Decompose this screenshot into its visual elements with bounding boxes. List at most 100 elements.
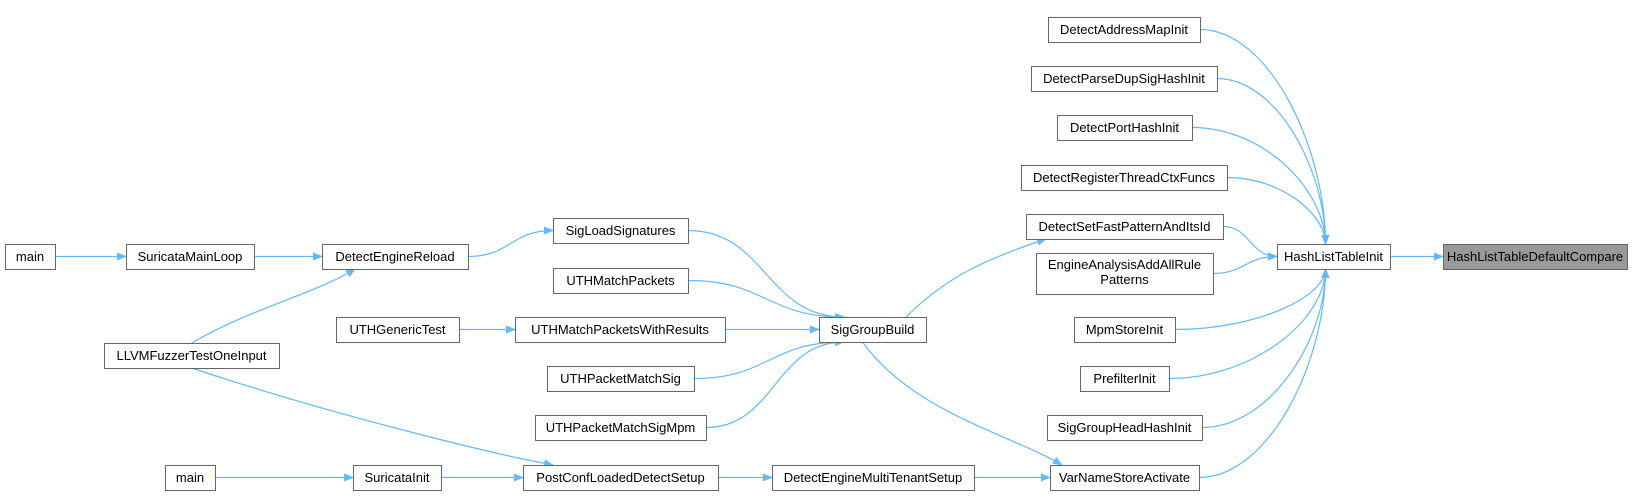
node-PrefilterInit[interactable]: PrefilterInit (1080, 366, 1170, 392)
node-box (322, 244, 469, 270)
node-box (1026, 214, 1224, 240)
node-UTHMatchPackets[interactable]: UTHMatchPackets (553, 268, 689, 294)
node-label: SuricataMainLoop (138, 249, 243, 264)
node-PostConfLoadedDetectSetup[interactable]: PostConfLoadedDetectSetup (523, 465, 719, 491)
node-label: SigLoadSignatures (566, 223, 676, 238)
edge-UTHPacketMatchSig-to-SigGroupBuild (693, 338, 845, 380)
node-box (553, 218, 689, 244)
node-box (535, 415, 707, 441)
node-box (515, 317, 726, 343)
edge-UTHPacketMatchSigMpm-to-SigGroupBuild (705, 338, 845, 429)
edge-DetectAddressMapInit-to-HashListTableInit (1199, 28, 1330, 245)
node-label: DetectEngineReload (335, 249, 454, 264)
node-label: main (16, 249, 44, 264)
node-DetectEngineMultiTenantSetup[interactable]: DetectEngineMultiTenantSetup (772, 465, 975, 491)
node-box (353, 465, 442, 491)
node-label: LLVMFuzzerTestOneInput (116, 348, 266, 363)
node-label: SigGroupHeadHashInit (1058, 420, 1192, 435)
node-label: MpmStoreInit (1086, 322, 1164, 337)
node-HashListTableInit[interactable]: HashListTableInit (1277, 244, 1391, 270)
node-box (1031, 66, 1218, 92)
node-box (1080, 366, 1170, 392)
node-label: UTHMatchPacketsWithResults (531, 322, 709, 337)
node-label: DetectParseDupSigHashInit (1043, 71, 1205, 86)
node-main1[interactable]: main (5, 244, 56, 270)
node-label: SigGroupBuild (831, 322, 915, 337)
node-box (1443, 244, 1628, 270)
node-DetectEngineReload[interactable]: DetectEngineReload (322, 244, 469, 270)
node-box (523, 465, 719, 491)
node-box (1036, 253, 1214, 295)
node-label: PostConfLoadedDetectSetup (536, 470, 704, 485)
node-UTHPacketMatchSigMpm[interactable]: UTHPacketMatchSigMpm (535, 415, 707, 441)
node-main2[interactable]: main (165, 465, 216, 491)
node-box (547, 366, 695, 392)
node-MpmStoreInit[interactable]: MpmStoreInit (1074, 317, 1176, 343)
node-label: VarNameStoreActivate (1059, 470, 1190, 485)
edge-MpmStoreInit-to-HashListTableInit (1174, 268, 1330, 331)
node-label: DetectPortHashInit (1070, 120, 1179, 135)
node-label: SuricataInit (364, 470, 429, 485)
node-UTHGenericTest[interactable]: UTHGenericTest (336, 317, 460, 343)
node-SigLoadSignatures[interactable]: SigLoadSignatures (553, 218, 689, 244)
node-DetectParseDupSigHashInit[interactable]: DetectParseDupSigHashInit (1031, 66, 1218, 92)
node-VarNameStoreActivate[interactable]: VarNameStoreActivate (1050, 465, 1200, 491)
node-UTHMatchPacketsWithResults[interactable]: UTHMatchPacketsWithResults (515, 317, 726, 343)
node-SigGroupBuild[interactable]: SigGroupBuild (819, 317, 927, 343)
edge-VarNameStoreActivate-to-HashListTableInit (1198, 268, 1330, 479)
node-label: UTHMatchPackets (566, 273, 675, 288)
edge-SigGroupHeadHashInit-to-HashListTableInit (1201, 268, 1330, 429)
edge-LLVMFuzzerTestOneInput-to-PostConfLoadedDetectSetup (191, 367, 554, 468)
node-label: UTHPacketMatchSig (560, 371, 681, 386)
node-LLVMFuzzerTestOneInput[interactable]: LLVMFuzzerTestOneInput (104, 343, 280, 369)
edge-EngineAnalysisAddAllRulePatterns-to-HashListTableInit (1212, 252, 1278, 275)
node-label: UTHGenericTest (349, 322, 445, 337)
node-label: EngineAnalysisAddAllRule (1048, 257, 1201, 272)
node-label: UTHPacketMatchSigMpm (546, 420, 696, 435)
node-box (126, 244, 255, 270)
node-DetectSetFastPatternAndItsId[interactable]: DetectSetFastPatternAndItsId (1026, 214, 1224, 240)
node-box (1074, 317, 1176, 343)
edge-SigGroupBuild-to-VarNameStoreActivate (862, 341, 1063, 466)
node-box (165, 465, 216, 491)
node-label: DetectSetFastPatternAndItsId (1039, 219, 1211, 234)
node-box (1057, 115, 1193, 141)
node-DetectRegisterThreadCtxFuncs[interactable]: DetectRegisterThreadCtxFuncs (1021, 165, 1228, 191)
edge-UTHMatchPackets-to-SigGroupBuild (687, 279, 845, 321)
node-SuricataMainLoop[interactable]: SuricataMainLoop (126, 244, 255, 270)
edge-DetectRegisterThreadCtxFuncs-to-HashListTableInit (1226, 176, 1330, 245)
node-label: Patterns (1100, 272, 1149, 287)
node-box (1048, 17, 1201, 43)
edges-layer (55, 28, 1444, 482)
edge-PrefilterInit-to-HashListTableInit (1168, 268, 1330, 380)
node-box (1277, 244, 1391, 270)
node-DetectPortHashInit[interactable]: DetectPortHashInit (1057, 115, 1193, 141)
node-box (819, 317, 927, 343)
node-box (1047, 415, 1203, 441)
node-label: PrefilterInit (1093, 371, 1156, 386)
node-label: DetectAddressMapInit (1060, 22, 1188, 37)
node-label: HashListTableInit (1284, 249, 1383, 264)
node-SigGroupHeadHashInit[interactable]: SigGroupHeadHashInit (1047, 415, 1203, 441)
edge-DetectPortHashInit-to-HashListTableInit (1191, 126, 1330, 245)
node-box (1021, 165, 1228, 191)
node-label: HashListTableDefaultCompare (1447, 249, 1623, 264)
node-HashListTableDefaultCompare[interactable]: HashListTableDefaultCompare (1443, 244, 1628, 270)
node-box (1050, 465, 1200, 491)
node-label: main (176, 470, 204, 485)
edge-DetectSetFastPatternAndItsId-to-HashListTableInit (1222, 225, 1278, 261)
node-SuricataInit[interactable]: SuricataInit (353, 465, 442, 491)
node-label: DetectRegisterThreadCtxFuncs (1033, 170, 1216, 185)
edge-DetectEngineReload-to-SigLoadSignatures (467, 226, 554, 258)
nodes-layer: HashListTableDefaultCompare HashListTable… (5, 17, 1628, 491)
node-box (336, 317, 460, 343)
node-box (104, 343, 280, 369)
edge-SigGroupBuild-to-DetectSetFastPatternAndItsId (905, 238, 1047, 318)
node-box (772, 465, 975, 491)
node-DetectAddressMapInit[interactable]: DetectAddressMapInit (1048, 17, 1201, 43)
node-UTHPacketMatchSig[interactable]: UTHPacketMatchSig (547, 366, 695, 392)
edge-LLVMFuzzerTestOneInput-to-DetectEngineReload (191, 268, 356, 344)
node-label: DetectEngineMultiTenantSetup (784, 470, 963, 485)
